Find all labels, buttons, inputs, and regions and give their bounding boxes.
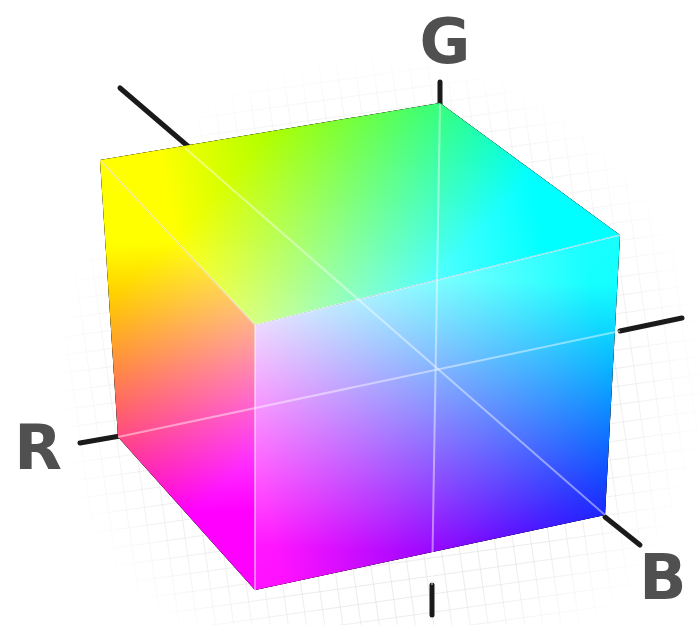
axis-label: G [420, 11, 471, 73]
left-face [100, 160, 255, 590]
cube-edges [100, 160, 620, 590]
axes [80, 82, 682, 615]
axis-label: R [14, 417, 62, 479]
axis-label: B [639, 547, 686, 609]
inner-axes [118, 104, 620, 585]
cube [100, 103, 620, 590]
